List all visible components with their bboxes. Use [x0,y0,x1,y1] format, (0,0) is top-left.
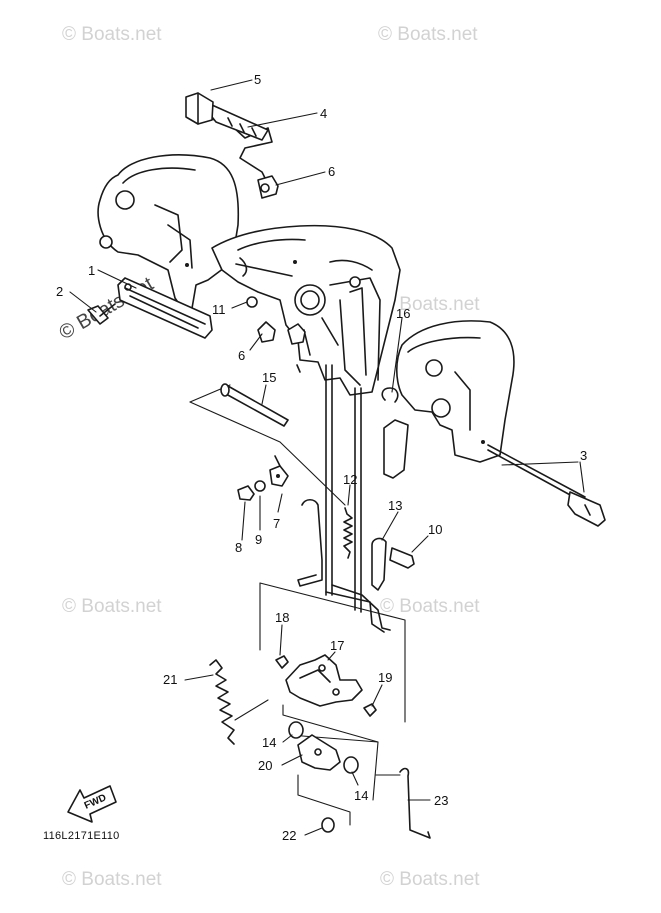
part-15-pin [220,383,289,427]
callout-3: 3 [580,448,587,463]
callouts: 5 4 6 1 2 11 6 16 15 3 12 13 10 7 9 8 18… [56,72,587,843]
part-16-clip [381,387,399,403]
callout-15: 15 [262,370,276,385]
part-7-bracket [269,455,289,487]
right-clamp-bracket [383,320,515,479]
callout-17: 17 [330,638,344,653]
watermark: © Boats.net [380,596,480,617]
callout-6: 6 [238,348,245,363]
part-17-cam [285,654,363,707]
control-rods [296,364,362,613]
callout-1: 1 [88,263,95,278]
callout-11: 11 [212,302,226,317]
part-6-bushing-upper [257,175,279,199]
leader-lines [69,79,585,836]
watermark: © Boats.net [378,24,478,45]
callout-21: 21 [163,672,177,687]
callout-20: 20 [258,758,272,773]
part-13-lever [371,537,387,591]
part-19-pin [363,703,377,717]
callout-8: 8 [235,540,242,555]
part-2-screw [87,303,116,325]
part-code: 116L2171E110 [43,830,120,842]
part-6-bushings-lower [257,321,306,345]
callout-10: 10 [428,522,442,537]
callout-23: 23 [434,793,448,808]
part-9-washer [254,480,266,492]
callout-5: 5 [254,72,261,87]
callout-16: 16 [396,306,410,321]
part-14-bushings [288,721,359,774]
part-21-spring [209,659,235,745]
callout-13: 13 [388,498,402,513]
callout-2: 2 [56,284,63,299]
lower-link [297,498,391,633]
swivel-bracket [211,224,401,396]
fwd-arrow: FWD [67,785,117,823]
callout-14: 14 [354,788,368,803]
callout-6: 6 [328,164,335,179]
watermark: © Boats.net [380,869,480,890]
part-4-lever [185,92,273,181]
part-18-pin [275,655,289,669]
callout-12: 12 [343,472,357,487]
callout-18: 18 [275,610,289,625]
part-1-plate [117,277,213,339]
callout-4: 4 [320,106,327,121]
part-10-pin [389,547,415,569]
part-3-tilt-pin [487,444,606,527]
watermark: © Boats.net [62,24,162,45]
part-8-bolt [237,485,255,501]
left-clamp-bracket [97,154,240,321]
part-12-spring [343,507,353,559]
part-20-bracket [297,734,341,771]
callout-14: 14 [262,735,276,750]
watermark: © Boats.net [62,869,162,890]
part-23-rod [399,767,431,839]
watermark: © Boats.net [380,294,480,315]
part-11-nut [246,296,258,308]
watermark: © Boats.net [62,596,162,617]
part-22-nut [321,817,335,833]
callout-22: 22 [282,828,296,843]
callout-7: 7 [273,516,280,531]
callout-9: 9 [255,532,262,547]
callout-19: 19 [378,670,392,685]
